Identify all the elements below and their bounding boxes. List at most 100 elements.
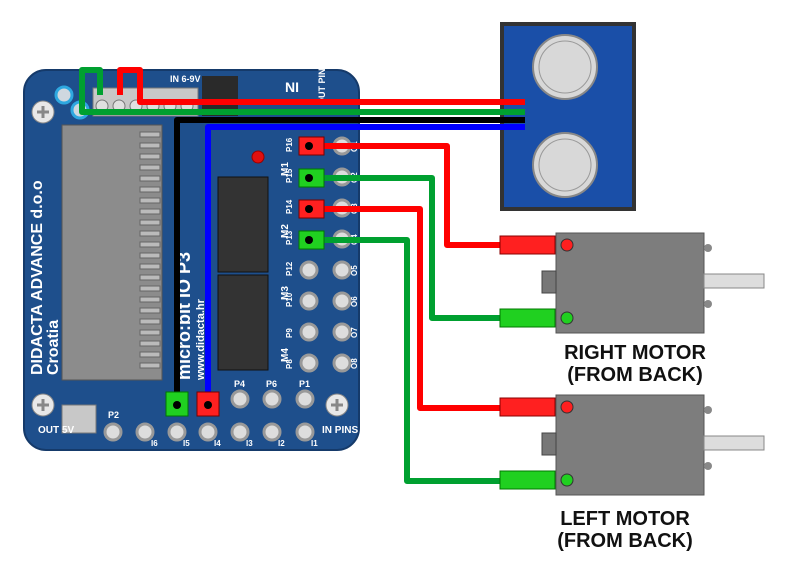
- green-connector: [499, 308, 556, 328]
- label-in-69v: IN 6-9V: [170, 74, 201, 84]
- slot-pin: [139, 307, 161, 314]
- brand-country: Croatia: [45, 320, 62, 375]
- slot-pin: [139, 274, 161, 281]
- label-out-pins: OUT PINS: [317, 62, 327, 105]
- p-pin-label: P1: [299, 379, 310, 389]
- i-pin-hole: [135, 422, 155, 442]
- slot-pin: [139, 318, 161, 325]
- pin-hole: [103, 422, 123, 442]
- sensor-trig-wire: [174, 117, 525, 405]
- mount-hole: [54, 85, 74, 105]
- motor-tab: [704, 244, 712, 252]
- motor-tab: [704, 462, 712, 470]
- red-connector: [499, 397, 556, 417]
- i-pin-label: I1: [311, 439, 318, 448]
- o-pin-label: O7: [350, 327, 359, 338]
- website-text: www.didacta.hr: [195, 298, 207, 381]
- p-pin-label: P16: [285, 137, 294, 152]
- i-pin-hole: [262, 422, 282, 442]
- label-in-pins: IN PINS: [322, 425, 358, 436]
- slot-pin: [139, 263, 161, 270]
- p-pin-label: P2: [108, 410, 119, 420]
- out5v-terminal: [61, 404, 97, 434]
- motor-brush: [541, 432, 557, 456]
- slot-pin: [139, 197, 161, 204]
- screw-icon: [31, 393, 55, 417]
- i-pin-hole: [295, 422, 315, 442]
- slot-pin: [139, 252, 161, 259]
- o-pin-label: O6: [350, 296, 359, 307]
- p-pin-hole: [299, 322, 319, 342]
- i-pin-label: I3: [246, 439, 253, 448]
- p-pin-hole: [230, 389, 250, 409]
- motor-tab: [704, 300, 712, 308]
- ic-chip: [217, 176, 269, 273]
- motor-group-label: M1: [280, 162, 291, 176]
- i-pin-hole: [167, 422, 187, 442]
- left-motor-label-line2: (FROM BACK): [557, 530, 693, 552]
- p-pin-label: P9: [285, 328, 294, 338]
- slot-pin: [139, 208, 161, 215]
- slot-pin: [139, 230, 161, 237]
- slot-pin: [139, 351, 161, 358]
- p-pin-label: P10: [285, 292, 294, 307]
- label-out5v: OUT 5V: [38, 425, 74, 436]
- p-pin-label: P14: [285, 199, 294, 214]
- red-connector: [499, 235, 556, 255]
- o-pin-hole: [332, 353, 352, 373]
- i-pin-hole: [198, 422, 218, 442]
- motor-terminal: [560, 238, 574, 252]
- motor-body: [555, 394, 705, 496]
- motor-brush: [541, 270, 557, 294]
- p-pin-hole: [295, 389, 315, 409]
- motor-body: [555, 232, 705, 334]
- p-pin-label: P8: [285, 359, 294, 369]
- left-motor: [499, 394, 765, 496]
- p-pin-label: P12: [285, 261, 294, 276]
- o-pin-hole: [332, 291, 352, 311]
- slot-pin: [139, 175, 161, 182]
- p-pin-hole: [299, 291, 319, 311]
- right-motor-label: RIGHT MOTOR (FROM BACK): [540, 342, 730, 386]
- slot-pin: [139, 219, 161, 226]
- motor-terminal: [560, 473, 574, 487]
- p-pin-label: P6: [266, 379, 277, 389]
- slot-pin: [139, 340, 161, 347]
- i-pin-label: I2: [278, 439, 285, 448]
- slot-pin: [139, 164, 161, 171]
- o-pin-hole: [332, 322, 352, 342]
- o-pin-label: O5: [350, 265, 359, 276]
- sensor-echo-wire: [205, 124, 525, 405]
- led-indicator: [251, 150, 265, 164]
- right-motor-label-line1: RIGHT MOTOR: [564, 342, 706, 364]
- jumper-blocks: [165, 136, 325, 417]
- brand-text: DIDACTA ADVANCE d.o.o: [29, 180, 46, 375]
- slot-pin: [139, 153, 161, 160]
- slot-pin: [139, 131, 161, 138]
- p-pin-label: P4: [234, 379, 245, 389]
- right-motor-red-wire: [312, 143, 510, 248]
- green-connector: [499, 470, 556, 490]
- slot-pin: [139, 296, 161, 303]
- ni-logo: NI: [285, 79, 299, 95]
- p-pin-hole: [262, 389, 282, 409]
- screw-icon: [31, 100, 55, 124]
- p-pin-label: P15: [285, 168, 294, 183]
- motor-tab: [704, 406, 712, 414]
- i-pin-label: I6: [151, 439, 158, 448]
- right-motor: [499, 232, 765, 334]
- p-pin-hole: [299, 353, 319, 373]
- i-pin-label: I4: [214, 439, 221, 448]
- p-pin-label: P13: [285, 230, 294, 245]
- ic-chip: [217, 274, 269, 371]
- slot-pin: [139, 285, 161, 292]
- slot-pins: [139, 131, 161, 369]
- sensor-gnd-wire: [79, 67, 525, 115]
- wires: [79, 67, 525, 484]
- o-pin-hole: [332, 260, 352, 280]
- motor-group-label: M2: [280, 224, 291, 238]
- sensor-body: [500, 22, 636, 211]
- slot-pin: [139, 241, 161, 248]
